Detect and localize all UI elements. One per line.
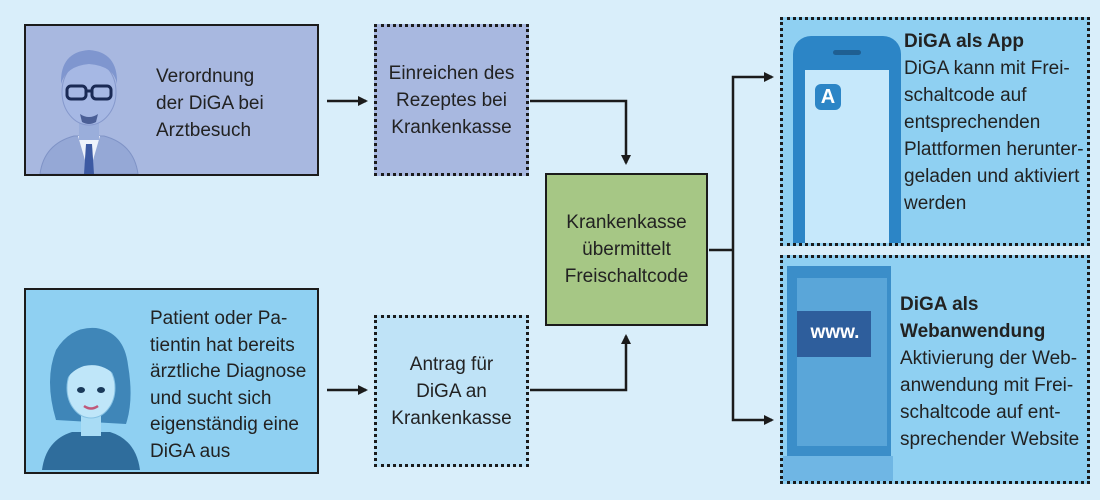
doctor-text: Verordnung der DiGA bei Arztbesuch xyxy=(156,63,264,144)
patient-line-6: DiGA aus xyxy=(150,440,231,462)
app-line-5: geladen und aktiviert xyxy=(904,166,1080,187)
app-title: DiGA als App xyxy=(904,31,1024,52)
arrow-to-web xyxy=(731,250,774,425)
app-line-4: Plattformen herunter- xyxy=(904,139,1084,160)
patient-line-3: ärztliche Diagnose xyxy=(150,361,307,382)
web-title-line-1: DiGA als xyxy=(900,294,979,315)
app-line-3: entsprechenden xyxy=(904,112,1041,133)
web-line-3: schaltcode auf ent- xyxy=(900,402,1061,423)
arrow-to-app xyxy=(731,72,774,250)
app-box: A DiGA als App DiGA kann mit Frei- schal… xyxy=(780,17,1090,246)
submit-line-2: Rezeptes bei xyxy=(396,89,507,111)
patient-line-1: Patient oder Pa- xyxy=(150,308,288,329)
request-line-1: Antrag für xyxy=(409,353,494,375)
app-text: DiGA als App DiGA kann mit Frei- schaltc… xyxy=(904,28,1084,217)
doctor-avatar-icon xyxy=(39,50,139,174)
laptop-web-icon xyxy=(783,266,893,481)
center-line-2: übermittelt xyxy=(582,239,671,260)
doctor-box: Verordnung der DiGA bei Arztbesuch xyxy=(24,24,319,176)
smartphone-app-icon xyxy=(793,36,901,243)
submit-prescription-box: Einreichen des Rezeptes bei Krankenkasse xyxy=(374,24,529,176)
app-line-2: schaltcode auf xyxy=(904,85,1027,106)
web-line-4: sprechender Website xyxy=(900,429,1080,450)
request-box: Antrag für DiGA an Krankenkasse xyxy=(374,315,529,467)
web-box: www. DiGA als Webanwendung Aktivierung d… xyxy=(780,255,1090,484)
app-letter: A xyxy=(820,86,836,108)
doctor-line-2: der DiGA bei xyxy=(156,93,264,114)
patient-box: Patient oder Pa- tientin hat bereits ärz… xyxy=(24,288,319,474)
submit-line-3: Krankenkasse xyxy=(391,116,512,138)
web-line-1: Aktivierung der Web- xyxy=(900,348,1078,369)
submit-line-1: Einreichen des xyxy=(388,62,515,84)
request-line-3: Krankenkasse xyxy=(391,407,512,429)
web-line-2: anwendung mit Frei- xyxy=(900,375,1074,396)
web-title-line-2: Webanwendung xyxy=(900,321,1046,342)
patient-text: Patient oder Pa- tientin hat bereits ärz… xyxy=(150,306,306,465)
web-text: DiGA als Webanwendung Aktivierung der We… xyxy=(900,291,1079,453)
request-line-2: DiGA an xyxy=(416,380,487,402)
web-screen-text: www. xyxy=(810,322,860,343)
doctor-line-3: Arztbesuch xyxy=(156,120,252,141)
center-line-3: Freischaltcode xyxy=(564,266,689,287)
doctor-line-1: Verordnung xyxy=(156,66,255,87)
patient-line-5: eigenständig eine xyxy=(150,414,299,435)
insurer-code-box: Krankenkasse übermittelt Freischaltcode xyxy=(545,173,708,326)
arrow-submit-to-center xyxy=(530,99,631,165)
arrow-request-to-center xyxy=(530,334,631,392)
center-line-1: Krankenkasse xyxy=(566,212,687,233)
app-line-6: werden xyxy=(904,193,967,214)
patient-avatar-icon xyxy=(42,327,140,470)
patient-line-2: tientin hat bereits xyxy=(150,334,295,356)
app-line-1: DiGA kann mit Frei- xyxy=(904,58,1070,79)
patient-line-4: und sucht sich xyxy=(150,387,272,409)
